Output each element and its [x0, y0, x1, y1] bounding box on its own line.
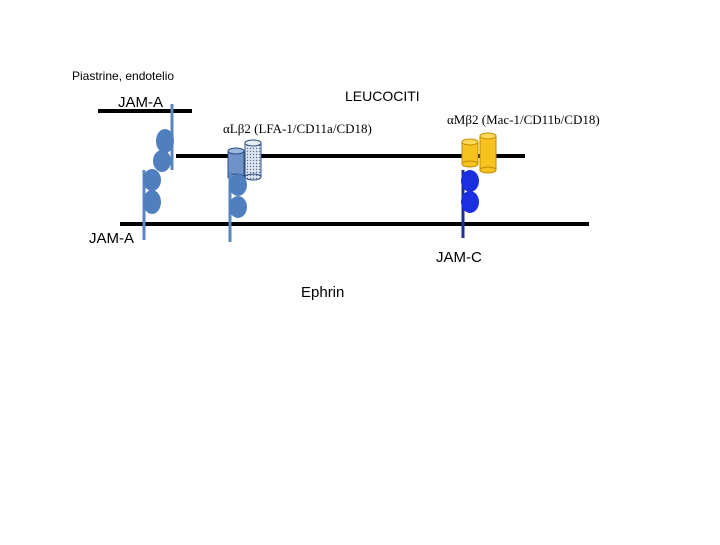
- jam-a-dimer: [143, 104, 174, 240]
- jam-a-platelet-domain-1: [156, 129, 174, 153]
- jam-a-platelet-domain-2: [153, 150, 171, 172]
- integrin-beta2-m-subunit: [480, 133, 496, 173]
- jam-a-center-domain-2: [229, 196, 247, 218]
- integrin-alpha-l-beta2: [228, 140, 261, 180]
- label-alpha-l-beta2: αLβ2 (LFA-1/CD11a/CD18): [223, 121, 372, 137]
- label-platelets-endothelium: Piastrine, endotelio: [72, 69, 174, 83]
- jam-c-domain-1: [461, 170, 479, 192]
- jam-c-domain-2: [461, 191, 479, 213]
- label-jam-a-bottom: JAM-A: [89, 230, 134, 247]
- jam-a-endothelial-domain-1: [143, 169, 161, 191]
- integrin-alpha-m-subunit: [462, 139, 478, 167]
- integrin-alpha-m-beta2: [462, 133, 496, 173]
- jam-a-center-domain-1: [229, 174, 247, 196]
- label-alpha-m-beta2: αMβ2 (Mac-1/CD11b/CD18): [447, 112, 600, 128]
- label-jam-a-top: JAM-A: [118, 94, 163, 111]
- label-leukocytes: LEUCOCITI: [345, 88, 420, 104]
- jam-a-endothelial-domain-2: [143, 190, 161, 214]
- integrin-beta2-subunit: [245, 140, 261, 180]
- jam-c: [461, 170, 479, 238]
- label-jam-c: JAM-C: [436, 249, 482, 266]
- label-ephrin: Ephrin: [301, 284, 344, 301]
- jam-a-center: [229, 172, 247, 242]
